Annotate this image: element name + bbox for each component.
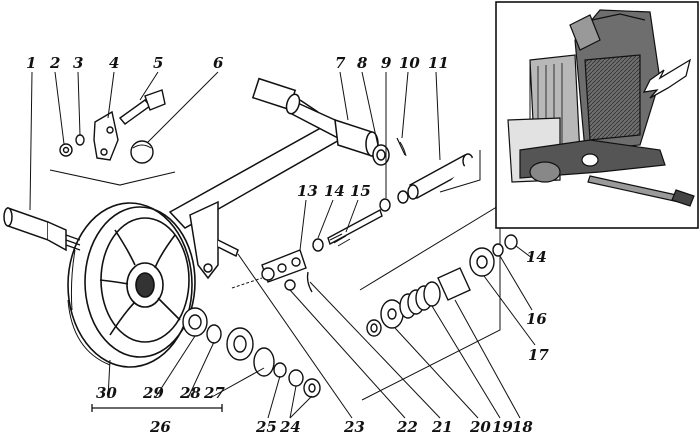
callout-29: 29: [142, 384, 164, 402]
machine-inset: [495, 1, 699, 229]
callout-10: 10: [399, 54, 420, 72]
arrow-icon: [642, 58, 692, 99]
support-arm: [168, 77, 390, 280]
hardware-upper-left: [49, 89, 176, 186]
callout-16: 16: [526, 310, 547, 328]
callout-23: 23: [343, 418, 365, 436]
bearing-parts: [182, 307, 321, 398]
callout-13: 13: [297, 182, 318, 200]
callout-8: 8: [357, 54, 368, 72]
callout-9: 9: [381, 54, 392, 72]
callout-18: 18: [512, 418, 533, 436]
spring-set: [359, 204, 518, 401]
callout-labels: 1 2 3 4 5 6 7 8 9 10 11 13 14 15 14 16 1…: [26, 54, 549, 436]
callout-30: 30: [96, 384, 117, 402]
callout-22: 22: [396, 418, 418, 436]
callout-15: 15: [350, 182, 371, 200]
callout-14-a: 14: [324, 182, 345, 200]
callout-11: 11: [428, 54, 449, 72]
callout-19: 19: [492, 418, 513, 436]
callout-27: 27: [203, 384, 225, 402]
callout-24: 24: [279, 418, 301, 436]
wheel-assembly: [67, 202, 196, 368]
callout-2: 2: [49, 54, 60, 72]
callout-28: 28: [179, 384, 201, 402]
callout-21: 21: [431, 418, 453, 436]
axle-stub: [3, 206, 81, 252]
callout-20: 20: [469, 418, 491, 436]
callout-1: 1: [26, 54, 36, 72]
callout-7: 7: [335, 54, 346, 72]
callout-26: 26: [149, 418, 171, 436]
leader-lines: [29, 71, 536, 419]
tension-rod-parts: [231, 208, 383, 293]
callout-6: 6: [213, 54, 224, 72]
callout-25: 25: [255, 418, 277, 436]
callout-17: 17: [528, 346, 549, 364]
tube-and-washers: [379, 137, 481, 212]
callout-14-b: 14: [526, 248, 547, 266]
callout-3: 3: [73, 54, 83, 72]
callout-4: 4: [109, 54, 119, 72]
callout-5: 5: [153, 54, 163, 72]
